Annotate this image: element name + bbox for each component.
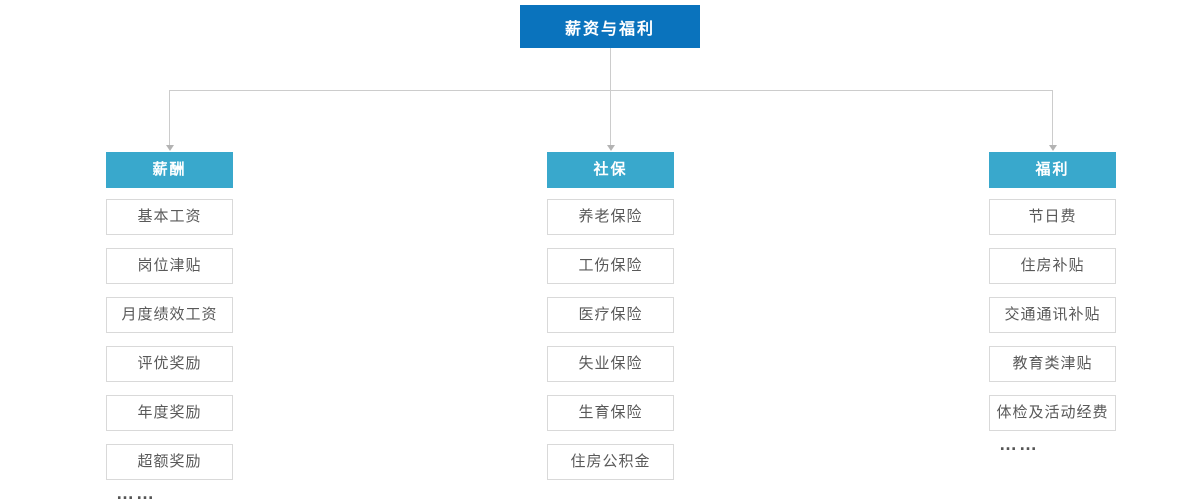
root-node-salary-benefits: 薪资与福利 — [520, 5, 700, 48]
item-box: 超额奖励 — [106, 444, 233, 480]
item-box: 教育类津贴 — [989, 346, 1116, 382]
connector-root-stem — [610, 48, 611, 90]
item-box: 基本工资 — [106, 199, 233, 235]
item-box: 住房补贴 — [989, 248, 1116, 284]
item-box: 住房公积金 — [547, 444, 674, 480]
connector-drop-right — [1052, 90, 1053, 146]
ellipsis-more: …… — [999, 434, 1039, 454]
item-box: 评优奖励 — [106, 346, 233, 382]
item-box: 月度绩效工资 — [106, 297, 233, 333]
column-compensation: 薪酬 基本工资 岗位津贴 月度绩效工资 评优奖励 年度奖励 超额奖励 …… — [106, 152, 233, 500]
arrow-down-icon — [1049, 145, 1057, 151]
arrow-down-icon — [607, 145, 615, 151]
item-box: 养老保险 — [547, 199, 674, 235]
item-box: 生育保险 — [547, 395, 674, 431]
item-box: 年度奖励 — [106, 395, 233, 431]
connector-horizontal — [169, 90, 1053, 91]
arrow-down-icon — [166, 145, 174, 151]
item-box: 节日费 — [989, 199, 1116, 235]
column-header-welfare: 福利 — [989, 152, 1116, 188]
column-welfare: 福利 节日费 住房补贴 交通通讯补贴 教育类津贴 体检及活动经费 …… — [989, 152, 1116, 454]
column-header-social-insurance: 社保 — [547, 152, 674, 188]
item-box: 失业保险 — [547, 346, 674, 382]
item-box: 体检及活动经费 — [989, 395, 1116, 431]
connector-drop-middle — [610, 90, 611, 146]
item-box: 工伤保险 — [547, 248, 674, 284]
item-box: 交通通讯补贴 — [989, 297, 1116, 333]
item-box: 医疗保险 — [547, 297, 674, 333]
column-social-insurance: 社保 养老保险 工伤保险 医疗保险 失业保险 生育保险 住房公积金 — [547, 152, 674, 493]
ellipsis-more: …… — [116, 483, 156, 500]
connector-drop-left — [169, 90, 170, 146]
column-header-compensation: 薪酬 — [106, 152, 233, 188]
item-box: 岗位津贴 — [106, 248, 233, 284]
